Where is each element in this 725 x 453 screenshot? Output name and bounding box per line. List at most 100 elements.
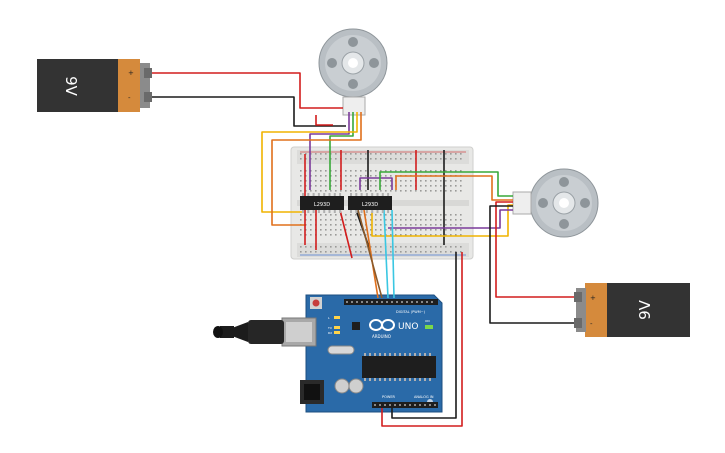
breadboard-hole bbox=[385, 175, 387, 177]
breadboard-hole bbox=[425, 214, 427, 216]
breadboard-hole bbox=[335, 219, 337, 221]
breadboard-hole bbox=[390, 251, 392, 253]
rx-label: RX bbox=[328, 331, 332, 335]
breadboard-hole bbox=[420, 234, 422, 236]
dc-motor-right[interactable] bbox=[512, 168, 599, 238]
chip-pin bbox=[389, 378, 391, 381]
chip-pin bbox=[394, 378, 396, 381]
breadboard-hole bbox=[445, 224, 447, 226]
breadboard-hole bbox=[440, 219, 442, 221]
breadboard-hole bbox=[320, 246, 322, 248]
driver-pin bbox=[339, 210, 342, 213]
battery-left-terminal-minus[interactable] bbox=[144, 92, 152, 102]
motor-right-connector[interactable] bbox=[512, 191, 532, 215]
usb-cable[interactable] bbox=[213, 320, 284, 344]
driver-pin bbox=[350, 193, 352, 196]
arduino-uno-board[interactable]: UNO ARDUINO DIGITAL (PWM~) POWER ANALOG … bbox=[213, 294, 443, 413]
breadboard-hole bbox=[345, 251, 347, 253]
breadboard-hole bbox=[355, 234, 357, 236]
breadboard-hole bbox=[375, 229, 377, 231]
breadboard-hole bbox=[390, 246, 392, 248]
wire-yellow bbox=[261, 112, 358, 213]
breadboard-hole bbox=[300, 234, 302, 236]
breadboard-hole bbox=[455, 180, 457, 182]
breadboard-hole bbox=[425, 224, 427, 226]
breadboard-hole bbox=[395, 246, 397, 248]
breadboard-hole bbox=[325, 219, 327, 221]
breadboard-hole bbox=[350, 190, 352, 192]
breadboard-hole bbox=[310, 234, 312, 236]
battery-left-terminal-plus[interactable] bbox=[144, 68, 152, 78]
breadboard-hole bbox=[385, 219, 387, 221]
breadboard-hole bbox=[355, 175, 357, 177]
breadboard-hole bbox=[335, 229, 337, 231]
breadboard-hole bbox=[425, 246, 427, 248]
breadboard-hole bbox=[325, 214, 327, 216]
wires[interactable] bbox=[152, 72, 574, 427]
breadboard-hole bbox=[425, 153, 427, 155]
breadboard-hole bbox=[350, 234, 352, 236]
breadboard-hole bbox=[440, 229, 442, 231]
breadboard-hole bbox=[460, 234, 462, 236]
battery-right-terminal-plus[interactable] bbox=[574, 292, 582, 302]
breadboard-hole bbox=[405, 246, 407, 248]
breadboard-hole bbox=[370, 214, 372, 216]
breadboard-hole bbox=[405, 214, 407, 216]
breadboard-hole bbox=[345, 175, 347, 177]
breadboard-hole bbox=[385, 214, 387, 216]
driver-pin bbox=[381, 193, 384, 196]
breadboard-hole bbox=[335, 180, 337, 182]
breadboard-hole bbox=[335, 185, 337, 187]
reset-button-cap[interactable] bbox=[312, 299, 320, 307]
breadboard-hole bbox=[375, 214, 377, 216]
breadboard-hole bbox=[385, 153, 387, 155]
driver-pin bbox=[360, 193, 363, 196]
dc-motor-top[interactable] bbox=[318, 28, 388, 116]
chip-pin bbox=[399, 353, 401, 356]
wire-orange bbox=[271, 112, 362, 226]
digital-pins[interactable] bbox=[346, 301, 433, 303]
driver-pin bbox=[328, 193, 331, 196]
breadboard-hole bbox=[405, 180, 407, 182]
chip-pin bbox=[429, 353, 431, 356]
battery-9v-left[interactable]: + - 9V bbox=[37, 59, 152, 112]
wire-black bbox=[489, 205, 574, 324]
breadboard-hole bbox=[370, 219, 372, 221]
battery-right-terminal-minus[interactable] bbox=[574, 318, 582, 328]
motor-top-connector[interactable] bbox=[342, 96, 366, 116]
header-pin bbox=[424, 404, 426, 406]
breadboard-hole bbox=[365, 229, 367, 231]
breadboard-hole bbox=[365, 214, 367, 216]
breadboard-hole bbox=[420, 185, 422, 187]
breadboard-hole bbox=[420, 190, 422, 192]
breadboard-hole bbox=[370, 180, 372, 182]
power-pins[interactable] bbox=[374, 404, 436, 406]
breadboard-hole bbox=[360, 251, 362, 253]
breadboard-hole bbox=[450, 170, 452, 172]
breadboard-hole bbox=[380, 219, 382, 221]
breadboard-hole bbox=[400, 180, 402, 182]
header-pin bbox=[386, 301, 388, 303]
breadboard-hole bbox=[460, 229, 462, 231]
breadboard-hole bbox=[345, 158, 347, 160]
breadboard-holes bbox=[300, 153, 462, 253]
breadboard-hole bbox=[375, 219, 377, 221]
breadboard-hole bbox=[395, 251, 397, 253]
battery-9v-right[interactable]: + - 9V bbox=[574, 283, 690, 337]
header-pin bbox=[421, 301, 423, 303]
l293d-driver-left[interactable]: L293D bbox=[300, 193, 344, 213]
driver-pin bbox=[381, 210, 384, 213]
breadboard-hole bbox=[315, 170, 317, 172]
breadboard-hole bbox=[405, 224, 407, 226]
breadboard-hole bbox=[375, 246, 377, 248]
breadboard-hole bbox=[445, 229, 447, 231]
led-rx bbox=[334, 331, 340, 334]
chip-pin bbox=[419, 353, 421, 356]
breadboard-hole bbox=[430, 214, 432, 216]
breadboard-hole bbox=[390, 219, 392, 221]
breadboard-hole bbox=[410, 170, 412, 172]
breadboard-hole bbox=[350, 170, 352, 172]
l293d-driver-right[interactable]: L293D bbox=[348, 193, 392, 213]
breadboard-hole bbox=[325, 190, 327, 192]
breadboard-hole bbox=[400, 219, 402, 221]
